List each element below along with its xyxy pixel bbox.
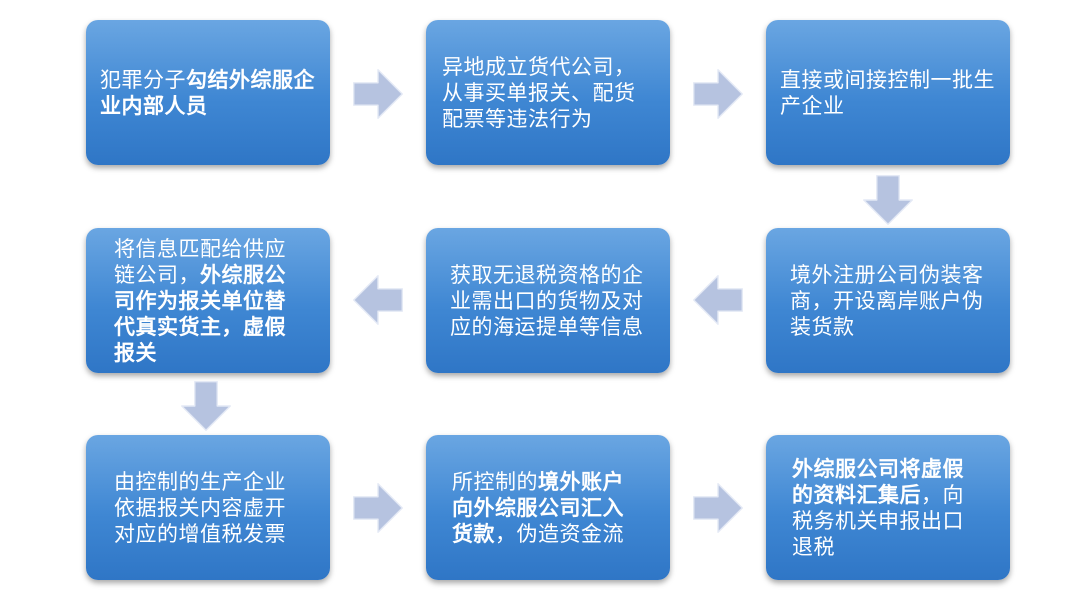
bold-segment: 外综服公司作为报关单位替代真实货主，虚假报关 bbox=[114, 262, 286, 365]
text-segment: 由控制的生产企业依据报关内容虚开对应的增值税发票 bbox=[114, 469, 286, 546]
text-segment: 直接或间接控制一批生产企业 bbox=[780, 67, 995, 118]
step-1-box: 犯罪分子勾结外综服企业内部人员 bbox=[86, 20, 330, 165]
text-segment: 境外注册公司伪装客商，开设离岸账户伪装货款 bbox=[790, 262, 984, 339]
arrow-right-icon bbox=[693, 483, 743, 533]
bold-segment: 勾结外综服企业内部人员 bbox=[100, 67, 315, 118]
step-7-text: 由控制的生产企业依据报关内容虚开对应的增值税发票 bbox=[114, 469, 302, 547]
arrow-right-icon bbox=[353, 69, 403, 119]
step-8-text: 所控制的境外账户向外综服公司汇入货款，伪造资金流 bbox=[452, 469, 644, 547]
text-segment: 犯罪分子 bbox=[100, 67, 186, 92]
text-segment: 所控制的 bbox=[452, 469, 538, 494]
step-6-text: 将信息匹配给供应链公司，外综服公司作为报关单位替代真实货主，虚假报关 bbox=[114, 236, 302, 366]
text-segment: ，向税务机关申报出口退税 bbox=[792, 482, 964, 559]
step-4-box: 境外注册公司伪装客商，开设离岸账户伪装货款 bbox=[766, 228, 1010, 373]
step-9-box: 外综服公司将虚假的资料汇集后，向税务机关申报出口退税 bbox=[766, 435, 1010, 580]
bold-segment: 境外账户向外综服公司汇入货款 bbox=[452, 469, 624, 546]
step-5-box: 获取无退税资格的企业需出口的货物及对应的海运提单等信息 bbox=[426, 228, 670, 373]
text-segment: 获取无退税资格的企业需出口的货物及对应的海运提单等信息 bbox=[450, 262, 644, 339]
arrow-left-icon bbox=[353, 275, 403, 325]
text-segment: 将信息匹配给供应链公司， bbox=[114, 236, 286, 287]
arrow-left-icon bbox=[693, 275, 743, 325]
step-7-box: 由控制的生产企业依据报关内容虚开对应的增值税发票 bbox=[86, 435, 330, 580]
step-9-text: 外综服公司将虚假的资料汇集后，向税务机关申报出口退税 bbox=[792, 456, 984, 560]
step-8-box: 所控制的境外账户向外综服公司汇入货款，伪造资金流 bbox=[426, 435, 670, 580]
arrow-right-icon bbox=[353, 483, 403, 533]
arrow-down-icon bbox=[181, 381, 231, 431]
step-2-box: 异地成立货代公司，从事买单报关、配货配票等违法行为 bbox=[426, 20, 670, 165]
arrow-down-icon bbox=[863, 175, 913, 225]
bold-segment: 外综服公司将虚假的资料汇集后 bbox=[792, 456, 964, 507]
step-2-text: 异地成立货代公司，从事买单报关、配货配票等违法行为 bbox=[442, 54, 654, 132]
step-4-text: 境外注册公司伪装客商，开设离岸账户伪装货款 bbox=[790, 262, 986, 340]
step-5-text: 获取无退税资格的企业需出口的货物及对应的海运提单等信息 bbox=[450, 262, 646, 340]
step-6-box: 将信息匹配给供应链公司，外综服公司作为报关单位替代真实货主，虚假报关 bbox=[86, 228, 330, 373]
step-3-text: 直接或间接控制一批生产企业 bbox=[780, 67, 996, 119]
text-segment: ，伪造资金流 bbox=[495, 521, 624, 546]
step-1-text: 犯罪分子勾结外综服企业内部人员 bbox=[100, 67, 316, 119]
arrow-right-icon bbox=[693, 69, 743, 119]
text-segment: 异地成立货代公司，从事买单报关、配货配票等违法行为 bbox=[442, 54, 636, 131]
step-3-box: 直接或间接控制一批生产企业 bbox=[766, 20, 1010, 165]
